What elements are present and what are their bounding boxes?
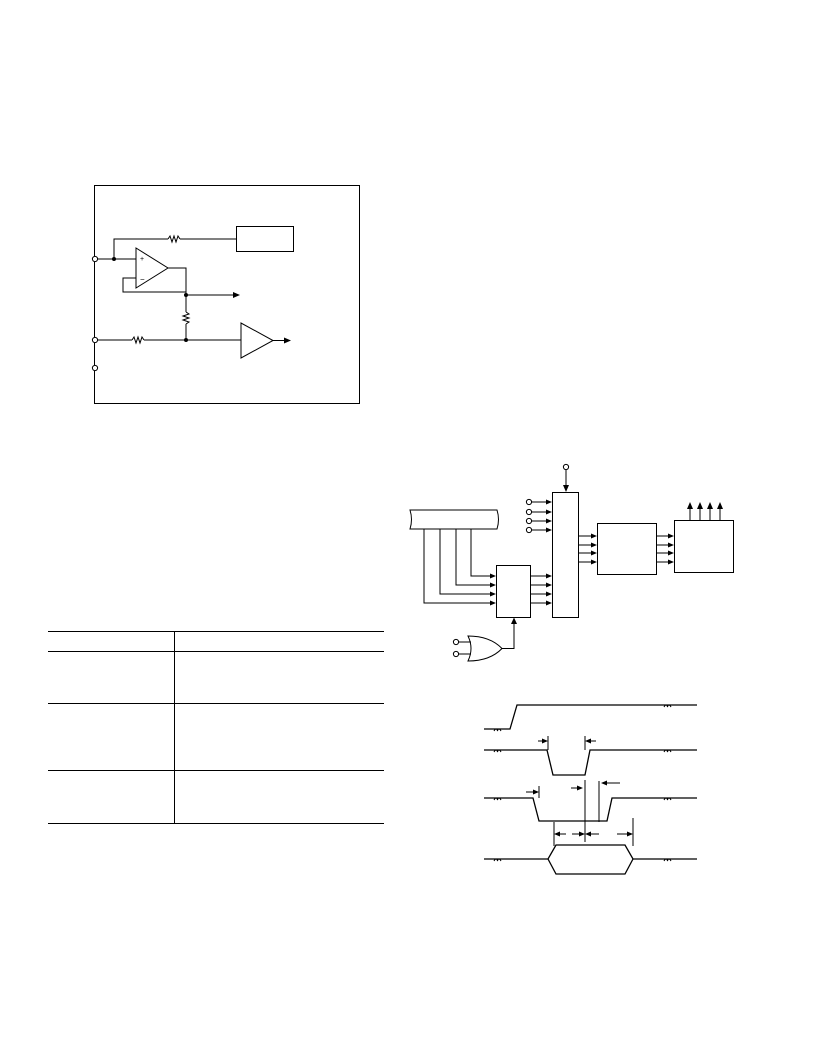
latch-output-arrows bbox=[546, 573, 552, 606]
resistor-middle bbox=[131, 335, 145, 345]
wire-feed-up bbox=[113, 238, 168, 259]
output-block bbox=[674, 520, 734, 573]
plus-sign: + bbox=[140, 256, 144, 263]
bus-arrows bbox=[490, 573, 496, 606]
input-pin-top bbox=[562, 463, 570, 471]
latch-outputs bbox=[530, 575, 547, 604]
opamp-triangle bbox=[135, 247, 169, 289]
arrow-down-icon bbox=[563, 485, 569, 492]
or-gate bbox=[467, 635, 503, 662]
arrow-up-icon bbox=[511, 617, 517, 624]
data-bus bbox=[409, 509, 499, 530]
waveform-4-bus bbox=[484, 844, 697, 860]
decoder-output-arrows bbox=[668, 533, 674, 565]
junction-dot bbox=[184, 338, 188, 342]
circuit-frame bbox=[94, 185, 360, 404]
resistor-top bbox=[167, 234, 181, 244]
timing-waveform-diagram bbox=[484, 704, 697, 875]
gate-input-pin bbox=[452, 650, 460, 658]
decoder-block-diagram bbox=[409, 463, 734, 662]
mux-block bbox=[552, 492, 579, 618]
wire-opamp-out bbox=[168, 267, 187, 295]
gate-output-wire bbox=[502, 623, 515, 649]
terminal-pin-middle bbox=[91, 336, 99, 344]
waveform-2 bbox=[484, 749, 697, 776]
opamp-circuit-diagram: + − bbox=[91, 185, 360, 404]
waveform-4-bus-lower bbox=[547, 858, 634, 875]
minus-sign: − bbox=[140, 275, 145, 284]
timing-guides bbox=[538, 736, 634, 846]
gate-input-wires bbox=[458, 641, 471, 655]
control-inputs bbox=[525, 498, 552, 534]
waveform-3 bbox=[484, 797, 697, 822]
reference-block bbox=[236, 226, 294, 252]
waveform-1 bbox=[484, 704, 697, 730]
decoder-block bbox=[597, 523, 657, 575]
terminal-pin-bottom bbox=[91, 364, 99, 372]
bus-drops bbox=[423, 529, 490, 604]
gate-input-pin bbox=[452, 638, 460, 646]
mux-output-arrows bbox=[591, 533, 597, 565]
decoder-outputs bbox=[656, 535, 669, 563]
terminal-pin-top bbox=[91, 255, 99, 263]
spec-table bbox=[48, 631, 384, 824]
arrow-up-icon bbox=[687, 502, 723, 509]
break-marks bbox=[493, 704, 672, 862]
latch-block bbox=[496, 565, 531, 618]
arrow-right-icon bbox=[233, 292, 240, 298]
arrow-right-icon bbox=[284, 337, 291, 344]
output-risers bbox=[689, 507, 721, 520]
buffer-triangle bbox=[240, 322, 275, 359]
resistor-vertical bbox=[181, 311, 191, 325]
mux-outputs bbox=[578, 535, 592, 563]
wire-feedback bbox=[122, 277, 186, 293]
